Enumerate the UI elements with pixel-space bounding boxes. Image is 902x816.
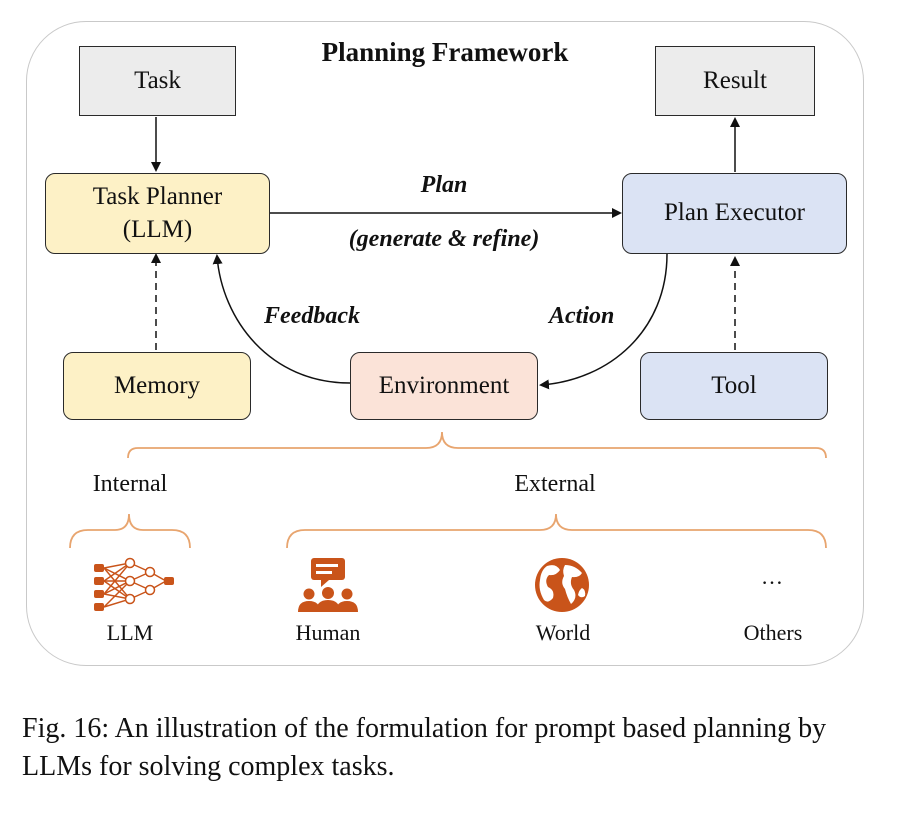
neural-network-inputs [94,564,174,611]
brace-external [286,513,827,549]
result-box: Result [655,46,815,116]
tool-box: Tool [640,352,828,420]
feedback-label: Feedback [264,303,360,329]
globe-icon [535,558,589,612]
memory-box: Memory [63,352,251,420]
internal-label: Internal [92,471,168,497]
task-planner-box: Task Planner (LLM) [45,173,270,254]
task-box: Task [79,46,236,116]
figure-caption: Fig. 16: An illustration of the formulat… [22,713,827,782]
world-source-label: World [535,620,591,645]
arrow-action [539,253,668,390]
others-ellipsis: … [761,564,783,589]
plan-executor-box: Plan Executor [622,173,847,254]
human-source-label: Human [295,620,361,645]
framework-frame [26,21,864,666]
human-group-icon [298,558,358,612]
llm-source-label: LLM [106,620,154,645]
arrow-feedback [212,254,351,384]
neural-network-icon [103,557,167,608]
plan-label: Plan [420,172,468,198]
environment-box: Environment [350,352,538,420]
diagram-title: Planning Framework [321,37,569,67]
external-label: External [514,471,596,497]
plan-detail-label: (generate & refine) [348,226,540,252]
brace-environment [127,431,827,459]
action-label: Action [549,303,615,329]
others-source-label: Others [743,620,803,645]
brace-internal [69,513,191,549]
